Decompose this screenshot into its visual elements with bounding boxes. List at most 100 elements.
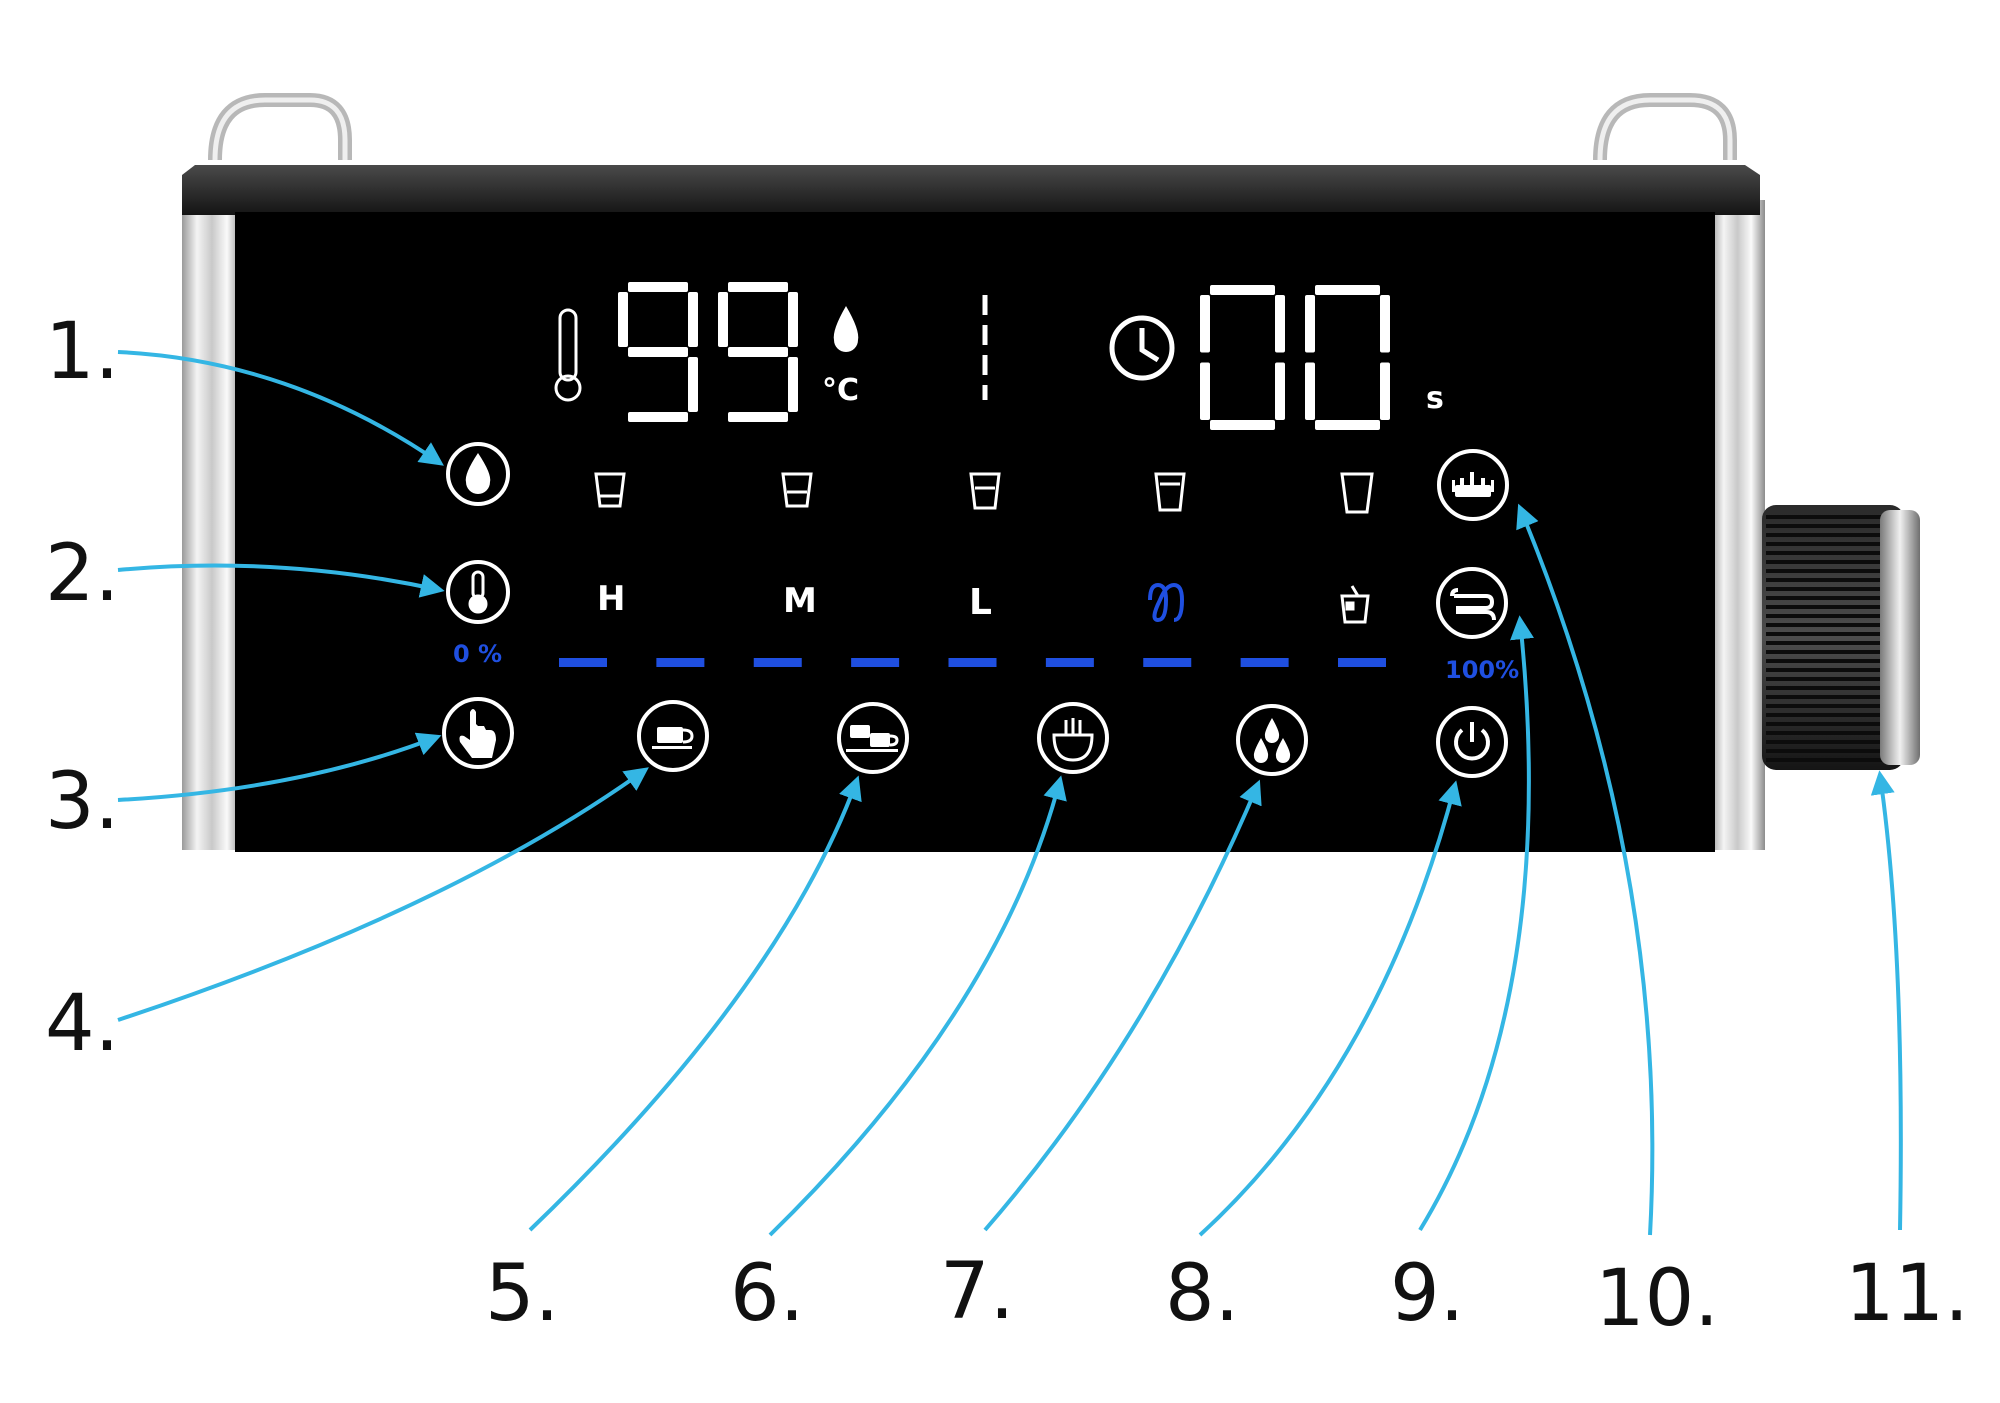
power-button[interactable] <box>1436 706 1508 778</box>
callout-numbers: 1. 2. 3. 4. 5. 6. 7. 8. 9. 10. 11. <box>45 307 1969 1344</box>
knob-ridge <box>1766 569 1882 573</box>
knob-ridge <box>1766 722 1882 726</box>
knob-ridge <box>1766 740 1882 744</box>
knob-ridge <box>1766 596 1882 600</box>
callout-6: 6. <box>730 1249 804 1339</box>
clock-display-icon <box>1109 315 1175 381</box>
manual-button[interactable] <box>442 697 514 769</box>
digit-segment <box>1200 295 1210 353</box>
machine-handles <box>208 93 1737 161</box>
callout-10: 10. <box>1595 1254 1719 1344</box>
temperature-unit: °C <box>822 373 859 408</box>
knob-ridge <box>1766 614 1882 618</box>
knob-ridge <box>1766 587 1882 591</box>
progress-dash <box>753 658 802 667</box>
progress-dash <box>1338 658 1386 667</box>
digit-segment <box>728 282 788 292</box>
knob-ridge <box>1766 533 1882 537</box>
knob-ridge <box>1766 677 1882 681</box>
cup-icon-4 <box>1154 472 1186 512</box>
time-unit: s <box>1426 381 1444 416</box>
thermometer-icon <box>468 570 488 614</box>
knob-ridges <box>1766 515 1882 762</box>
cup-icon-5 <box>1340 472 1374 514</box>
arrow-4 <box>117 767 649 1022</box>
knob-ridge <box>1766 641 1882 645</box>
single-espresso-button[interactable] <box>637 700 709 772</box>
knob-ridge <box>1766 686 1882 690</box>
heating-coil-icon <box>1148 582 1185 623</box>
digit-segment <box>1305 362 1315 420</box>
digit-segment <box>788 357 798 412</box>
descaling-button[interactable] <box>1436 567 1508 639</box>
double-espresso-button[interactable] <box>837 702 909 774</box>
cup-icon-2 <box>781 472 813 508</box>
knob-ridge <box>1766 605 1882 609</box>
size-label-l: L <box>969 582 992 623</box>
three-drops-icon <box>1253 718 1291 763</box>
arrow-11 <box>1870 770 1903 1231</box>
knob-ridge <box>1766 524 1882 528</box>
knob-ridge <box>1766 623 1882 627</box>
double-cup-icon <box>846 725 899 752</box>
progress-dash <box>1143 658 1192 667</box>
temperature-digits <box>618 282 798 422</box>
steam-button[interactable] <box>1037 702 1109 774</box>
water-button[interactable] <box>446 442 510 506</box>
digit-segment <box>628 282 688 292</box>
knob-ridge <box>1766 704 1882 708</box>
callout-3: 3. <box>45 757 119 847</box>
digit-segment <box>728 412 788 422</box>
steam-nozzle-icon <box>1052 718 1094 762</box>
temperature-button[interactable] <box>446 560 510 624</box>
digit-segment <box>788 292 798 347</box>
arrow-3 <box>117 732 442 802</box>
callout-4: 4. <box>45 979 119 1069</box>
time-digits <box>1200 285 1390 430</box>
knob-ridge <box>1766 668 1882 672</box>
cleaning-button[interactable] <box>1437 449 1509 521</box>
knob-ridge <box>1766 659 1882 663</box>
knob-ridge <box>1766 551 1882 555</box>
cup-icon-1 <box>594 472 626 508</box>
arrow-7 <box>983 779 1262 1232</box>
callout-7: 7. <box>940 1247 1014 1337</box>
drop-display-icon <box>833 306 859 352</box>
digit-segment <box>1200 362 1210 420</box>
single-cup-icon <box>652 727 694 749</box>
descaling-icon <box>1450 588 1496 621</box>
size-label-m: M <box>783 581 817 621</box>
digit-segment <box>1305 295 1315 353</box>
digit-segment <box>1380 362 1390 420</box>
digit-segment <box>1210 285 1275 295</box>
digit-segment <box>1275 295 1285 353</box>
progress-dash <box>948 658 997 667</box>
cup-size-icons <box>594 472 1374 514</box>
digit-segment <box>1210 420 1275 430</box>
size-label-h: H <box>597 579 625 619</box>
knob-ridge <box>1766 515 1882 519</box>
right-chrome-frame <box>1710 200 1765 850</box>
thermometer-display-icon <box>554 308 582 402</box>
callout-9: 9. <box>1390 1249 1464 1339</box>
power-icon <box>1454 722 1490 761</box>
right-percent: 100% <box>1445 656 1519 684</box>
knob-ridge <box>1766 542 1882 546</box>
rotary-knob[interactable] <box>1762 505 1920 770</box>
callout-1: 1. <box>45 307 119 397</box>
hot-water-button[interactable] <box>1236 704 1308 776</box>
arrow-1 <box>117 350 444 466</box>
progress-bar <box>559 658 1386 667</box>
digit-segment <box>628 347 688 357</box>
knob-ridge <box>1766 650 1882 654</box>
water-drop-icon <box>465 453 491 494</box>
progress-dash <box>1045 658 1094 667</box>
digit-segment <box>718 292 728 347</box>
left-percent: 0 % <box>453 640 502 668</box>
digit-segment <box>688 292 698 347</box>
arrow-5 <box>528 775 862 1232</box>
knob-ridge <box>1766 713 1882 717</box>
callout-11: 11. <box>1845 1249 1969 1339</box>
cleaning-bath-icon <box>1452 472 1494 497</box>
